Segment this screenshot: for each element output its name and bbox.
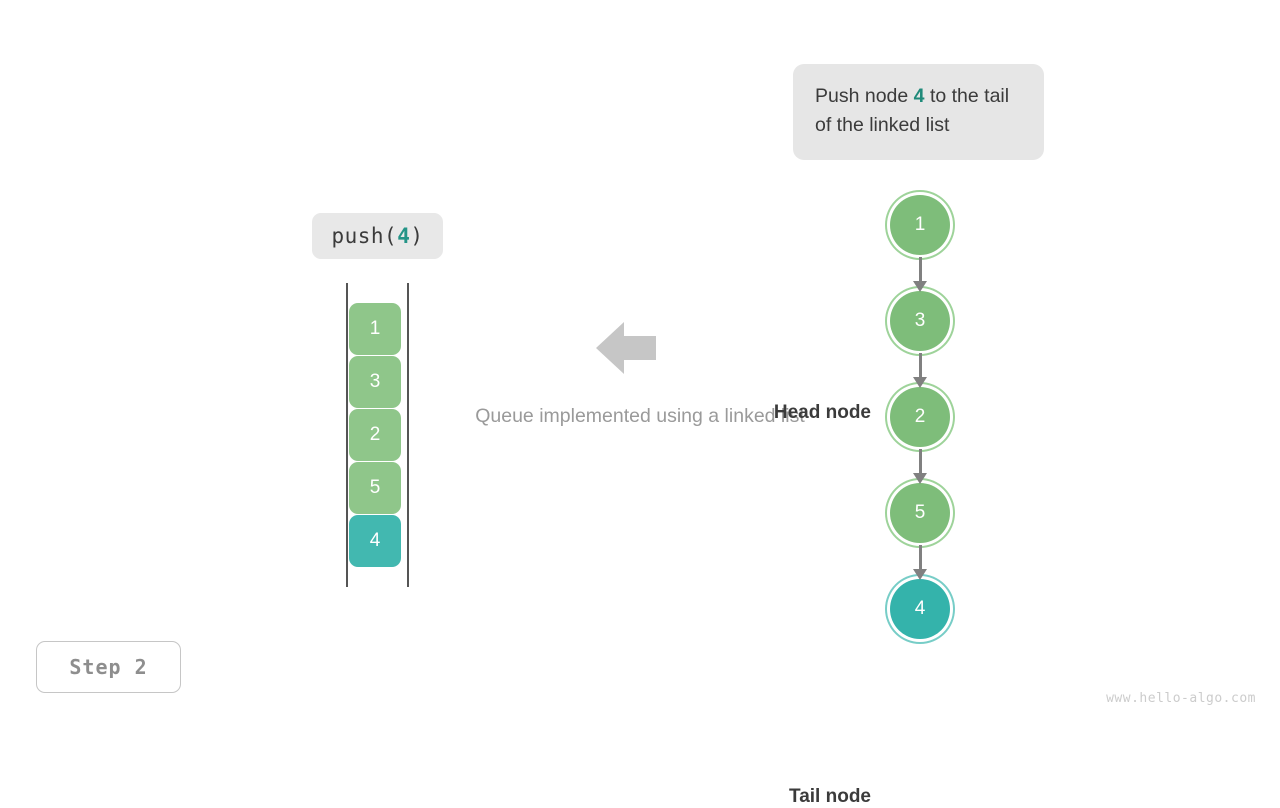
callout-text-before: Push node [815, 85, 914, 107]
node-connector-arrow [913, 353, 927, 389]
queue-item-value: 1 [369, 318, 381, 339]
watermark: www.hello-algo.com [1106, 691, 1256, 706]
operation-suffix: ) [410, 224, 424, 248]
queue-bracket-left [346, 283, 348, 587]
queue-item-value: 4 [369, 530, 381, 551]
diagram-canvas: Push node 4 to the tail of the linked li… [36, 64, 1256, 807]
queue-bracket-right [407, 283, 409, 587]
node-value: 2 [914, 406, 926, 427]
linked-list-node: 3 [890, 291, 950, 351]
callout-highlight-value: 4 [913, 85, 925, 107]
operation-argument: 4 [397, 224, 411, 248]
queue-item: 2 [349, 409, 401, 461]
queue-item: 5 [349, 462, 401, 514]
node-connector-arrow [913, 449, 927, 485]
linked-list-node: 2 [890, 387, 950, 447]
node-value: 4 [914, 598, 926, 619]
queue-visualization: 1 3 2 5 4 [340, 283, 420, 587]
callout-push-description: Push node 4 to the tail of the linked li… [793, 64, 1044, 160]
linked-list-node-head: 1 [890, 195, 950, 255]
operation-prefix: push( [331, 224, 398, 248]
queue-item-value: 5 [369, 477, 381, 498]
step-badge: Step 2 [36, 641, 181, 693]
diagram-caption: Queue implemented using a linked list [475, 405, 805, 427]
operation-label-push: push(4) [312, 213, 443, 259]
callout-text-after: to the tail of the linked list [815, 85, 1010, 136]
linked-list-tail-label: Tail node [789, 786, 871, 807]
node-value: 5 [914, 502, 926, 523]
queue-item-value: 2 [369, 424, 381, 445]
linked-list-visualization: Head node Tail node 1 3 2 5 4 [760, 188, 990, 807]
queue-item: 3 [349, 356, 401, 408]
queue-item: 1 [349, 303, 401, 355]
queue-item-value: 3 [369, 371, 381, 392]
linked-list-node: 5 [890, 483, 950, 543]
linked-list-head-label: Head node [773, 402, 871, 423]
queue-item-new: 4 [349, 515, 401, 567]
arrow-left-icon [596, 320, 656, 381]
node-value: 1 [914, 214, 926, 235]
node-value: 3 [914, 310, 926, 331]
node-connector-arrow [913, 257, 927, 293]
linked-list-node-tail: 4 [890, 579, 950, 639]
node-connector-arrow [913, 545, 927, 581]
